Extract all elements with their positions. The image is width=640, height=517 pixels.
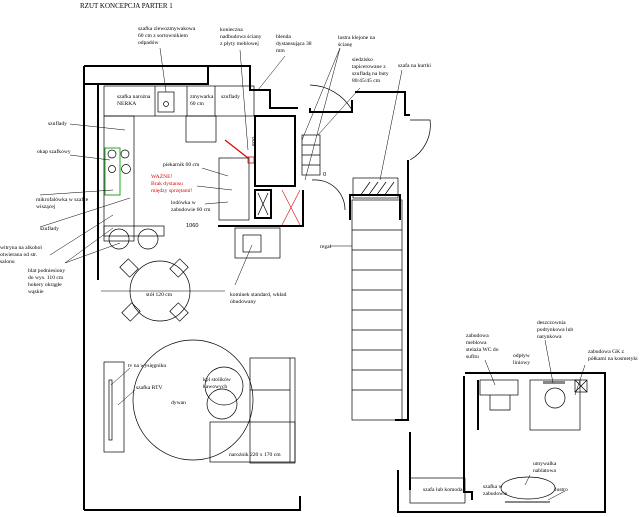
hob-icon bbox=[104, 147, 121, 196]
label-drain-2: liniowy bbox=[513, 360, 530, 366]
label-wall-extension-2: nadbudowa ściany bbox=[220, 34, 262, 40]
label-vanity-cabinet-2: zabudowie bbox=[483, 491, 508, 497]
label-display-cabinet-2: otwierana od str. bbox=[0, 252, 38, 258]
label-shower-3: natynkowa bbox=[537, 334, 562, 340]
label-coffee-tables: kpl stolików bbox=[203, 377, 232, 383]
label-raised-counter-3: hokery okrągłe bbox=[28, 282, 62, 288]
label-raised-counter-4: wąskie bbox=[28, 289, 44, 295]
label-rug: dywan bbox=[171, 400, 186, 406]
label-display-cabinet-3: salonu bbox=[0, 259, 15, 265]
stairs bbox=[301, 84, 431, 421]
warning-text: WAŻNE! bbox=[151, 173, 173, 180]
label-display-cabinet: witryna na alkohol bbox=[0, 245, 42, 251]
label-wall-extension: konieczna bbox=[220, 27, 243, 33]
label-shower: deszczownia bbox=[537, 320, 566, 326]
label-microwave: mikrofalówka w szafce bbox=[36, 196, 89, 203]
label-drawers-left: szuflady bbox=[48, 120, 67, 127]
label-wall-extension-3: z płyty meblowej bbox=[220, 41, 259, 47]
label-wardrobe-chest: szafa lub komoda bbox=[423, 486, 463, 493]
label-fireplace: kominek standard, wkład bbox=[230, 292, 287, 298]
walls bbox=[83, 65, 606, 513]
label-vanity-cabinet: szafka w bbox=[483, 483, 504, 490]
bathroom-fixtures bbox=[409, 379, 588, 504]
label-spacer-panel: blenda bbox=[276, 34, 291, 40]
label-raised-counter-2: do wys. 110 cm bbox=[28, 275, 64, 281]
dining-set bbox=[119, 258, 191, 322]
label-bench-2: tapicerowane z bbox=[352, 64, 386, 70]
label-fridge: lodówka w bbox=[171, 200, 197, 206]
label-bench-4: 80/45/45 cm bbox=[352, 78, 381, 84]
label-coffee-tables-2: kawowych bbox=[203, 384, 227, 390]
label-tv-cabinet: szafka RTV bbox=[136, 384, 163, 391]
label-mirrors: lustra klejone na bbox=[338, 35, 375, 41]
fireplace bbox=[234, 227, 281, 259]
sink-icon bbox=[157, 91, 175, 113]
label-wc-frame-2: meblowa bbox=[466, 340, 487, 346]
living-furniture bbox=[103, 339, 296, 464]
plan-title: RZUT KONCEPCJA PARTER 1 bbox=[80, 2, 173, 10]
label-microwave-2: wiszącej bbox=[36, 204, 56, 210]
label-drywall-shelves: zabudowa GK z bbox=[588, 349, 625, 355]
label-sofa: narożnik 220 x 170 cm bbox=[229, 452, 281, 458]
label-fridge-2: zabudowie 60 cm bbox=[171, 207, 211, 213]
warning-text-3: między sprzętami! bbox=[151, 188, 193, 194]
label-spacer-panel-2: dystansująca 38 bbox=[276, 41, 312, 47]
label-wc-frame: zabudowa bbox=[466, 333, 489, 339]
label-shower-2: podtynkowa lub bbox=[537, 327, 573, 333]
label-hood: okap szafkowy bbox=[37, 148, 71, 155]
dimension-600: 600 bbox=[252, 137, 258, 146]
label-drain: odpływ bbox=[513, 353, 531, 359]
label-dishwasher: zmywarka bbox=[190, 94, 214, 100]
label-wc-frame-3: stelaża WC do bbox=[466, 347, 499, 353]
label-mirrors-2: ścianę bbox=[338, 42, 352, 48]
label-dishwasher-2: 60 cm bbox=[190, 101, 204, 107]
label-tv: tv na wysięgniku bbox=[128, 363, 166, 369]
label-corner-cabinet-2: NERKA bbox=[117, 101, 136, 107]
kitchen-furniture bbox=[103, 85, 301, 250]
label-mirror: lustro bbox=[555, 487, 568, 493]
label-washbasin-2: nablatowa bbox=[533, 468, 557, 474]
warning-text-2: Brak dystansu bbox=[151, 181, 183, 187]
label-bench-3: szufladą na buty bbox=[352, 70, 389, 77]
label-fireplace-2: obudowany bbox=[230, 299, 256, 305]
labels: RZUT KONCEPCJA PARTER 1 szafka zlewozmyw… bbox=[0, 2, 638, 497]
dimension-1060: 1060 bbox=[186, 223, 198, 229]
label-drywall-shelves-2: półkami na kosmetyki bbox=[588, 356, 638, 362]
label-bench: siedzisko bbox=[352, 57, 373, 63]
label-sink-cabinet-3: odpadów bbox=[138, 40, 159, 46]
label-sink-cabinet-2: 60 cm z sortownikiem bbox=[138, 33, 189, 39]
label-shelf: regał bbox=[320, 244, 332, 250]
label-table: stół 120 cm bbox=[146, 292, 173, 298]
label-sink-cabinet: szafka zlewozmywakowa bbox=[138, 25, 196, 32]
label-coat-wardrobe: szafa na kurtki bbox=[398, 62, 431, 69]
label-raised-counter: blat podniesiony bbox=[28, 268, 65, 274]
label-drawers-top: szuflady bbox=[221, 93, 240, 100]
label-wc-frame-4: sufitu bbox=[466, 353, 479, 360]
label-oven: piekarnik 60 cm bbox=[163, 162, 200, 168]
label-drawers-bottom: szuflady bbox=[40, 225, 59, 232]
label-washbasin: umywalka bbox=[533, 461, 557, 467]
label-corner-cabinet: szafka narożna bbox=[117, 93, 151, 100]
dimension-0: 0 bbox=[323, 172, 326, 178]
leader-lines bbox=[39, 47, 586, 501]
label-spacer-panel-3: mm bbox=[276, 48, 285, 54]
